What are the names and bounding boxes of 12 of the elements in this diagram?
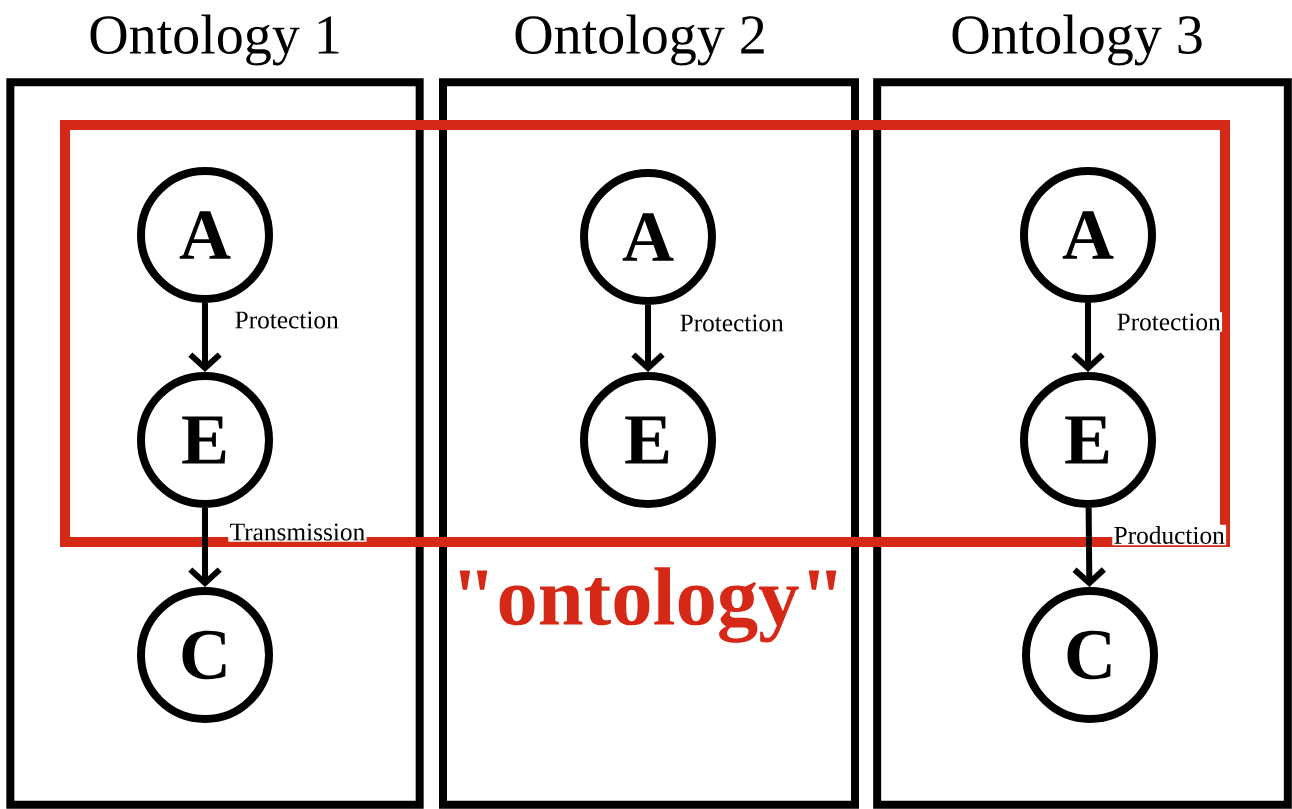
highlight-caption: "ontology"	[459, 567, 837, 643]
edge-label: Protection	[678, 313, 786, 333]
arrow	[188, 303, 222, 372]
node-label: Ontology 2	[515, 14, 764, 66]
edge-label: Production	[1112, 524, 1227, 546]
arrow	[1072, 507, 1106, 587]
edge-label: Protection	[233, 310, 341, 330]
edge-label: Transmission	[228, 522, 367, 542]
node-label: Ontology 3	[952, 14, 1202, 66]
node-label: Ontology 1	[90, 14, 339, 66]
arrow	[1071, 303, 1105, 372]
edge-label: Protection	[1115, 312, 1223, 332]
